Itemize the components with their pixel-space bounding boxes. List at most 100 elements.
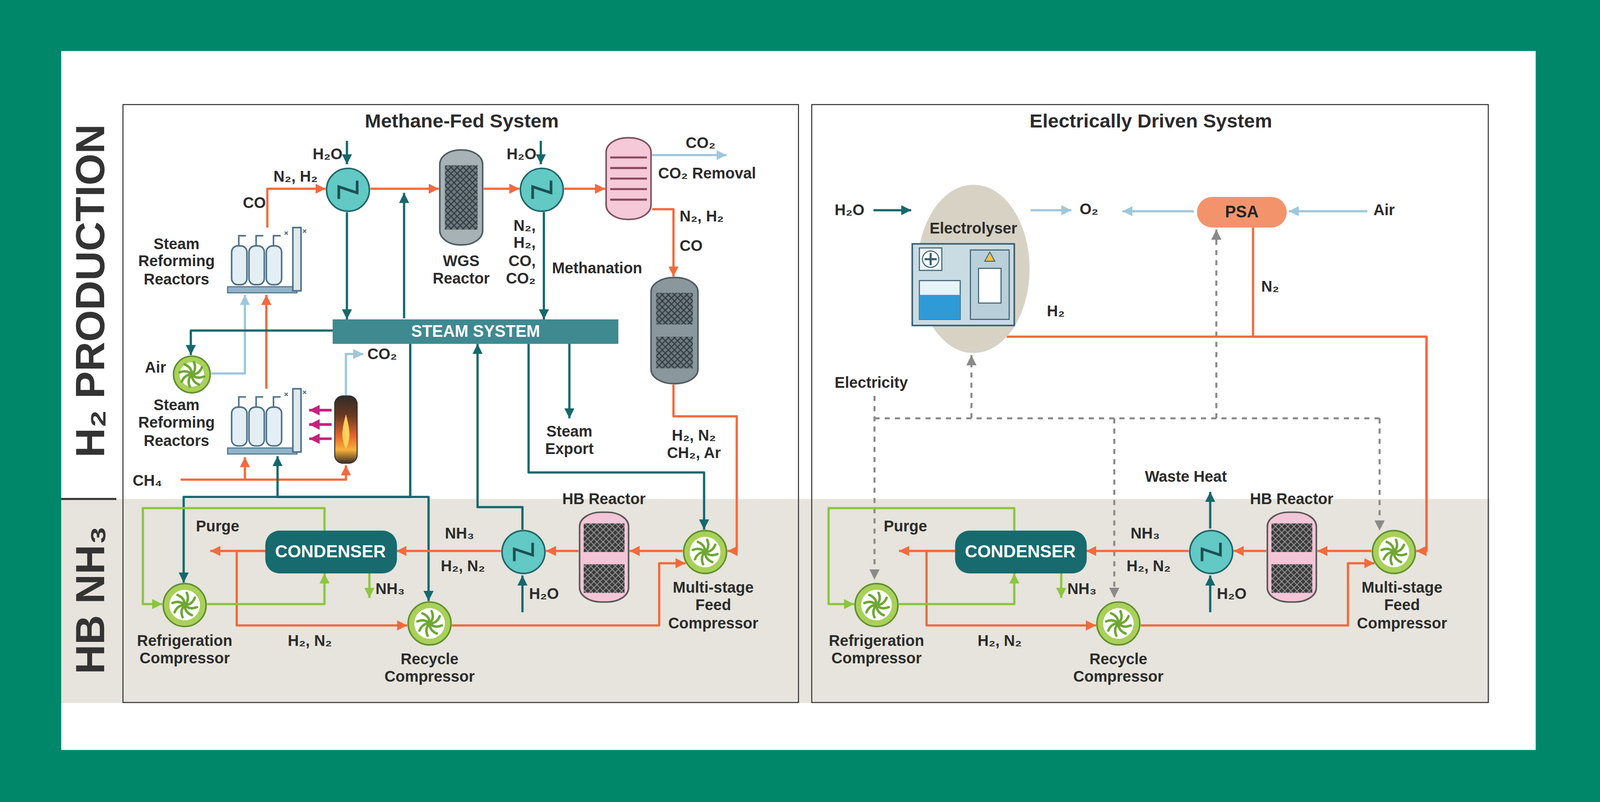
shape-graphic	[1097, 601, 1140, 645]
co2-removal-column: CO₂ Removal	[605, 136, 653, 221]
electricity-lines	[874, 229, 1380, 598]
stream-label: NH₃	[1130, 524, 1160, 542]
shape-graphic	[444, 165, 478, 230]
flow-line	[1317, 549, 1372, 552]
section-label: H₂ PRODUCTION	[66, 124, 114, 458]
heat-exchanger: H₂O	[501, 529, 546, 575]
flow-line	[370, 187, 440, 190]
shape-graphic	[610, 156, 647, 159]
stream-label: H₂, N₂ CH₂, Ar	[654, 426, 733, 462]
flow-line	[899, 573, 1015, 604]
stream-arrows	[309, 422, 332, 426]
shape-graphic	[284, 229, 307, 235]
shape-graphic	[605, 136, 653, 221]
node-label: Multi-stage Feed Compressor	[1355, 578, 1449, 631]
hb-reactor: HB Reactor	[1266, 510, 1318, 603]
shape-graphic	[162, 582, 207, 628]
shape-graphic	[682, 529, 728, 575]
node-label: Steam Reforming Reactors	[131, 395, 222, 449]
stream-label: CH₄	[132, 471, 163, 489]
stream-arrows	[346, 354, 364, 397]
shape-graphic	[606, 137, 651, 220]
system-panel: Methane-Fed SystemSteam Reforming Reacto…	[122, 104, 799, 703]
node-label: WGS Reactor	[427, 251, 495, 288]
stream-arrows	[1030, 208, 1072, 212]
furnace	[342, 413, 350, 449]
node-label: Recycle Compressor	[378, 649, 481, 685]
electricity-lines	[970, 354, 973, 418]
frame	[61, 498, 1491, 703]
shape-graphic	[292, 388, 301, 452]
node-label: STEAM SYSTEM	[411, 322, 541, 342]
node-label: CO₂ Removal	[658, 163, 756, 182]
furnace	[334, 395, 358, 464]
shape-graphic	[1266, 510, 1318, 603]
shape-graphic	[1267, 511, 1317, 602]
flow-line	[542, 211, 545, 320]
stream-arrows	[243, 456, 246, 480]
flow-line	[211, 294, 245, 374]
shape-graphic	[1271, 523, 1313, 552]
stream-label: N₂, H₂, CO, CO₂	[501, 216, 537, 287]
shape-graphic	[610, 166, 647, 169]
flow-line	[267, 188, 326, 228]
shape-graphic	[292, 227, 301, 291]
shape-graphic	[238, 396, 246, 407]
recycle-compressor: Recycle Compressor	[407, 600, 452, 646]
stream-label: N₂, H₂	[273, 167, 318, 185]
stream-label: H₂, N₂	[977, 631, 1022, 649]
electricity-lines	[1215, 229, 1218, 418]
shape-graphic	[249, 406, 265, 446]
flow-line	[396, 549, 502, 552]
shape-graphic	[689, 536, 721, 567]
shape-graphic	[1196, 196, 1287, 228]
shape-graphic	[970, 249, 1010, 320]
shape-graphic	[227, 447, 297, 454]
stream-label: Steam Export	[533, 422, 606, 458]
section-label: HB NH₃	[66, 525, 114, 674]
shape-graphic	[1102, 607, 1134, 639]
node-label: Multi-stage Feed Compressor	[666, 578, 760, 631]
shape-graphic	[532, 180, 551, 199]
shape-graphic	[439, 149, 483, 245]
recycle-compressor: Recycle Compressor	[1095, 600, 1141, 646]
system-panel: Electrically Driven SystemElectrolyserPS…	[811, 104, 1490, 703]
node-label: H₂O	[506, 144, 537, 163]
stream-arrows	[873, 208, 912, 212]
frame	[61, 497, 117, 500]
stream-label: NH₃	[444, 524, 474, 542]
shape-graphic	[179, 362, 205, 387]
flow-line	[190, 330, 333, 355]
node-label: HB Reactor	[562, 489, 646, 507]
stream-arrows	[1209, 575, 1212, 613]
shape-graphic	[256, 235, 264, 246]
shape-graphic	[414, 607, 445, 639]
hb-reactor: HB Reactor	[578, 510, 630, 603]
flow-line	[265, 294, 268, 389]
shape-graphic	[266, 406, 282, 446]
shape-graphic	[954, 530, 1086, 574]
stream-label: Purge	[195, 517, 240, 535]
shape-graphic	[919, 294, 961, 320]
furnace	[334, 395, 358, 464]
node-label: Methanation	[552, 258, 643, 276]
flow-line	[477, 343, 523, 530]
shape-graphic	[579, 511, 629, 602]
electricity-lines	[874, 417, 1380, 420]
wgs-reactor: WGS Reactor	[438, 148, 484, 246]
shape-graphic	[256, 396, 264, 407]
methanation-reactor: Methanation	[650, 276, 700, 385]
shape-graphic	[1390, 548, 1398, 555]
shape-graphic	[332, 319, 619, 344]
shape-graphic	[861, 589, 892, 621]
stream-arrows	[568, 342, 571, 418]
refrigeration-compressor: Refrigeration Compressor	[853, 582, 899, 628]
node-label: H₂O	[1216, 584, 1247, 602]
stream-label: H₂, N₂	[1126, 557, 1171, 575]
shape-graphic	[520, 168, 564, 212]
shape-graphic	[1271, 563, 1313, 593]
flow-line	[1140, 562, 1375, 625]
node-label: Electrolyser	[929, 219, 1018, 237]
shape-graphic	[338, 180, 358, 199]
